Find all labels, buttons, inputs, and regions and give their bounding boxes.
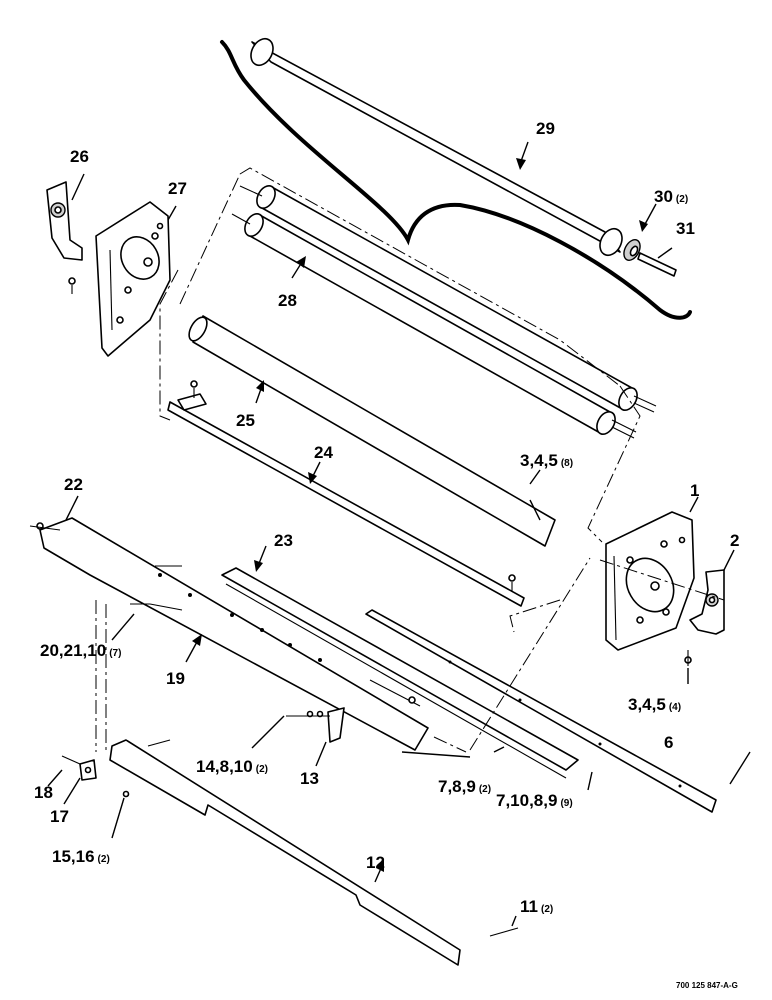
- callout-label: 1: [690, 481, 699, 500]
- callout-label: 7,8,9(2): [438, 777, 491, 796]
- callout-label: 14,8,10(2): [196, 757, 268, 776]
- right-side-plate-1: [605, 511, 695, 651]
- callout-label: 28: [278, 291, 297, 310]
- callout-label: 12: [366, 853, 385, 872]
- callout-label: 11(2): [520, 897, 553, 916]
- panel-19: [29, 517, 429, 751]
- callout-label: 7,10,8,9(9): [496, 791, 573, 810]
- callout-label: 17: [50, 807, 69, 826]
- callout-label: 3,4,5(4): [628, 695, 681, 714]
- callout-label: 29: [536, 119, 555, 138]
- middle-roller-upper: [239, 185, 657, 413]
- callout-label: 31: [676, 219, 695, 238]
- callout-label: 20,21,10(7): [40, 641, 121, 660]
- break-line: [220, 40, 692, 320]
- callout-label: 30(2): [654, 187, 688, 206]
- lower-roller: [188, 315, 556, 547]
- left-bracket-26: [46, 181, 83, 294]
- callout-label: 23: [274, 531, 293, 550]
- pin: [147, 739, 519, 937]
- left-side-plate-27: [95, 201, 171, 357]
- callout-label: 25: [236, 411, 255, 430]
- callout-label: 24: [314, 443, 333, 462]
- figure-code: 700 125 847-A-G: [676, 981, 738, 990]
- clamp-13: [286, 707, 345, 743]
- bar-6: [365, 609, 717, 813]
- shaft: [637, 252, 677, 277]
- callout-label: 26: [70, 147, 89, 166]
- assembly-lines: [95, 167, 725, 753]
- upper-roller: [250, 37, 623, 257]
- callout-label: 15,16(2): [52, 847, 110, 866]
- callout-label: 2: [730, 531, 739, 550]
- cover-12: [109, 739, 461, 966]
- callouts: 1 2 3,4,5(8) 3,4,5(4) 6 7,8,9(2) 7,10,8,…: [34, 119, 739, 916]
- callout-label: 22: [64, 475, 83, 494]
- bearing: [623, 239, 641, 261]
- leader-lines: [47, 141, 751, 927]
- callout-label: 19: [166, 669, 185, 688]
- scraper-strip: [167, 380, 525, 607]
- callout-label: 3,4,5(8): [520, 451, 573, 470]
- callout-label: 27: [168, 179, 187, 198]
- callout-label: 18: [34, 783, 53, 802]
- bracket-17: [61, 755, 97, 781]
- callout-label: 6: [664, 733, 673, 752]
- middle-roller-lower: [231, 213, 637, 439]
- callout-label: 13: [300, 769, 319, 788]
